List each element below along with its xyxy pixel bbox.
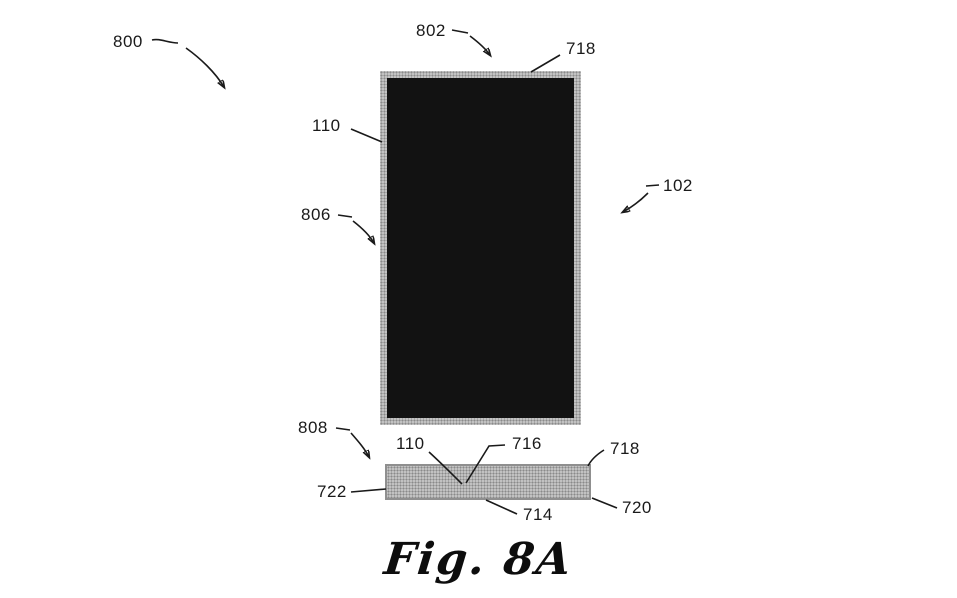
display-panel [387, 78, 574, 418]
layer-bar [385, 464, 591, 500]
dash-806 [337, 214, 353, 218]
dash-800 [151, 38, 179, 44]
arrow-102 [623, 192, 649, 212]
ref-label-714: 714 [523, 505, 553, 524]
dash-808 [335, 427, 351, 431]
ref-label-718-top: 718 [566, 39, 596, 58]
leader-722 [350, 488, 387, 493]
ref-label-110-top: 110 [312, 116, 341, 135]
ref-label-716: 716 [512, 434, 542, 453]
arrow-806 [352, 220, 374, 243]
ref-label-102: 102 [663, 176, 693, 195]
dash-802 [451, 29, 469, 34]
ref-label-800: 800 [113, 32, 143, 51]
leader-110-top [350, 128, 383, 143]
arrow-802 [469, 35, 490, 55]
ref-label-718-bottom: 718 [610, 439, 640, 458]
leader-718-top [530, 54, 561, 73]
figure-caption: Fig. 8A [381, 534, 576, 585]
ref-label-802: 802 [416, 21, 446, 40]
ref-label-110-bottom: 110 [396, 434, 425, 453]
leader-714 [485, 499, 518, 515]
ref-label-808: 808 [298, 418, 328, 437]
arrow-800 [185, 47, 224, 87]
leader-720 [591, 497, 618, 509]
ref-label-720: 720 [622, 498, 652, 517]
dash-102 [645, 184, 660, 187]
display-panel-outline [380, 71, 581, 425]
arrow-808 [350, 432, 369, 457]
ref-label-722: 722 [317, 482, 347, 501]
ref-label-806: 806 [301, 205, 331, 224]
